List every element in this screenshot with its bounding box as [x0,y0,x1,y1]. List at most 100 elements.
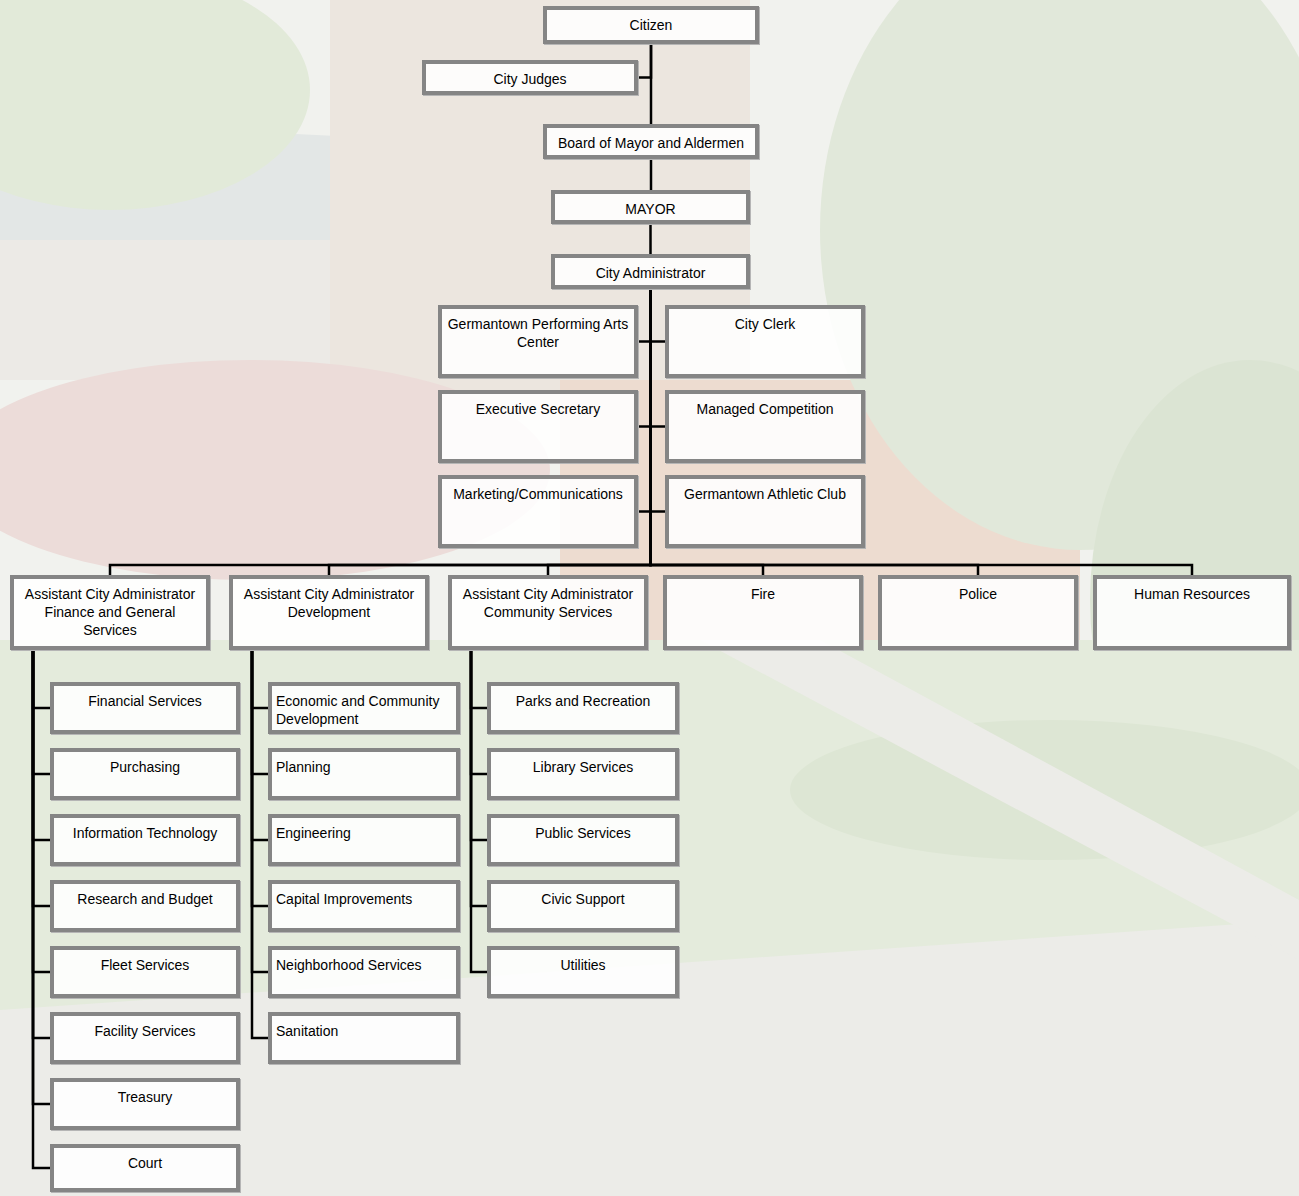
connector [471,650,487,972]
org-box: Assistant City Administrator Community S… [448,575,648,650]
org-box: Public Services [487,814,679,866]
org-box: Utilities [487,946,679,998]
box-label: Police [885,585,1071,603]
box-label: Public Services [494,824,672,842]
org-box: Parks and Recreation [487,682,679,734]
connector [638,289,651,342]
box-label: Treasury [57,1088,233,1106]
connector [650,44,653,124]
box-label: Assistant City Administrator Development [236,585,422,621]
box-label: Court [57,1154,233,1172]
box-label: Fleet Services [57,956,233,974]
org-box: Sanitation [268,1012,460,1064]
connector [33,650,50,1168]
org-box: Civic Support [487,880,679,932]
box-label: Sanitation [276,1022,453,1040]
org-box: Board of Mayor and Aldermen [543,124,759,159]
connector [33,650,50,1038]
connector [252,650,268,774]
box-label: Citizen [550,16,752,34]
box-label: Neighborhood Services [276,956,453,974]
connector [471,650,487,774]
connector [252,650,268,1038]
walkway [0,920,1299,1196]
connector [638,289,651,512]
connector [252,650,268,906]
org-box: Treasury [50,1078,240,1130]
org-box: City Judges [422,60,638,95]
org-box: Purchasing [50,748,240,800]
box-label: MAYOR [558,200,743,218]
box-label: Marketing/Communications [445,485,631,503]
box-label: Executive Secretary [445,400,631,418]
path [700,640,1299,960]
org-box: Research and Budget [50,880,240,932]
org-box: City Administrator [551,254,750,289]
org-box: Neighborhood Services [268,946,460,998]
box-label: Facility Services [57,1022,233,1040]
connector [638,44,651,78]
box-label: Human Resources [1100,585,1284,603]
org-box: Information Technology [50,814,240,866]
org-box: City Clerk [665,305,865,378]
connector [651,289,666,427]
box-label: Assistant City Administrator Finance and… [17,585,203,640]
org-box: Engineering [268,814,460,866]
org-box: Marketing/Communications [438,475,638,548]
connector [471,650,487,906]
connector [33,650,50,1104]
box-label: Managed Competition [672,400,858,418]
box-label: Economic and Community Development [276,692,453,728]
box-label: Germantown Performing Arts Center [445,315,631,351]
connector [650,159,653,190]
connector [649,224,652,254]
org-box: Assistant City Administrator Development [229,575,429,650]
org-box: Economic and Community Development [268,682,460,734]
connector [252,650,268,840]
connector [651,289,666,342]
connector [651,289,666,512]
box-label: Information Technology [57,824,233,842]
box-label: Purchasing [57,758,233,776]
connector [33,650,50,906]
org-box: Germantown Performing Arts Center [438,305,638,378]
box-label: City Administrator [558,264,743,282]
box-label: Germantown Athletic Club [672,485,858,503]
connector [638,289,651,427]
connector [651,289,979,575]
box-label: Capital Improvements [276,890,453,908]
connector [329,289,651,575]
box-label: Board of Mayor and Aldermen [550,134,752,152]
box-label: City Clerk [672,315,858,333]
org-box: Court [50,1144,240,1192]
org-box: Capital Improvements [268,880,460,932]
box-label: Utilities [494,956,672,974]
connector [471,650,487,708]
connector [252,650,268,708]
box-label: Assistant City Administrator Community S… [455,585,641,621]
org-box: Germantown Athletic Club [665,475,865,548]
connector [252,650,268,972]
box-label: Engineering [276,824,453,842]
box-label: Library Services [494,758,672,776]
box-label: Fire [670,585,856,603]
box-label: Research and Budget [57,890,233,908]
tree-left [0,0,310,210]
box-label: Financial Services [57,692,233,710]
box-label: Parks and Recreation [494,692,672,710]
connector [33,650,50,708]
org-box: Planning [268,748,460,800]
connector [33,650,50,972]
org-box: Managed Competition [665,390,865,463]
connector [33,650,50,840]
connector [471,650,487,840]
box-label: Civic Support [494,890,672,908]
org-box: Executive Secretary [438,390,638,463]
org-box: Police [878,575,1078,650]
connector [110,289,651,575]
org-box: Financial Services [50,682,240,734]
org-box: Fire [663,575,863,650]
connector [651,289,1193,575]
org-box: Assistant City Administrator Finance and… [10,575,210,650]
